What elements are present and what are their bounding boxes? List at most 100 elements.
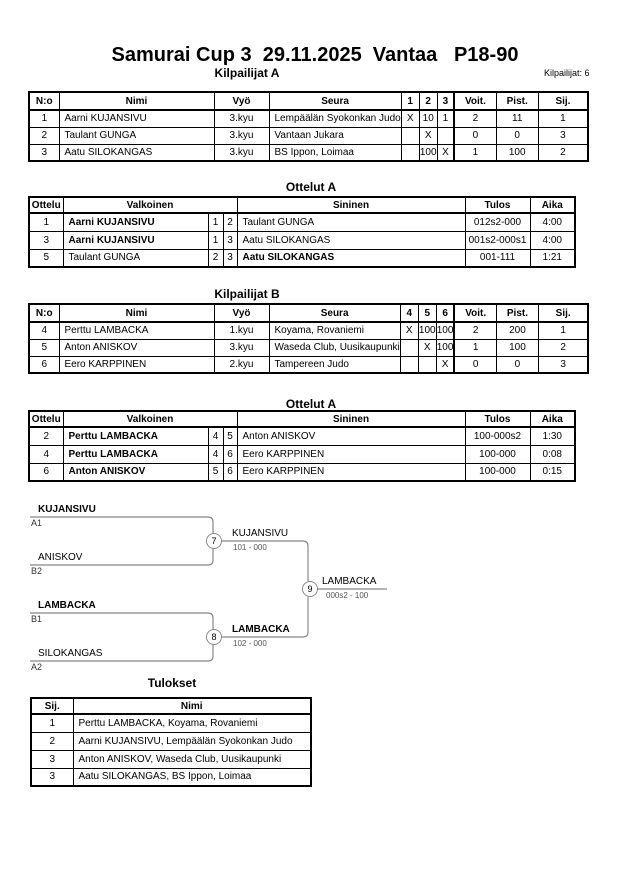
bracket-match-number: 9 bbox=[302, 581, 318, 597]
bracket-seed-name: ANISKOV bbox=[38, 552, 83, 563]
blue-name: Eero KARPPINEN bbox=[236, 444, 466, 464]
competitor-no: 2 bbox=[28, 126, 60, 145]
competitor-no: 6 bbox=[28, 355, 60, 374]
group-a-table: N:o Nimi Vyö Seura 1 2 3 Voit. Pist. Sij… bbox=[28, 91, 590, 162]
match-no: 3 bbox=[28, 230, 64, 250]
matches-b-table: Ottelu Valkoinen Sininen Tulos Aika 2 Pe… bbox=[28, 410, 576, 482]
table-row: 3 Aatu SILOKANGAS, BS Ippon, Loimaa bbox=[30, 767, 312, 787]
result-place: 1 bbox=[30, 713, 74, 733]
bracket-seed-name: SILOKANGAS bbox=[38, 648, 103, 659]
col-header-name: Nimi bbox=[72, 697, 312, 715]
col-header-white: Valkoinen bbox=[62, 196, 238, 214]
table-header-row: Sij. Nimi bbox=[30, 697, 312, 715]
col-header-6: 6 bbox=[435, 303, 455, 323]
table-row: 3 Anton ANISKOV, Waseda Club, Uusikaupun… bbox=[30, 749, 312, 769]
table-row: 1 Aarni KUJANSIVU 1 2 Taulant GUNGA 012s… bbox=[28, 212, 576, 232]
col-header-result: Tulos bbox=[464, 410, 531, 428]
group-b-table: N:o Nimi Vyö Seura 4 5 6 Voit. Pist. Sij… bbox=[28, 303, 590, 374]
col-header-no: N:o bbox=[28, 303, 60, 323]
white-name: Perttu LAMBACKA bbox=[62, 426, 209, 446]
col-header-club: Seura bbox=[268, 91, 402, 111]
white-name: Anton ANISKOV bbox=[62, 462, 209, 482]
results-table: Sij. Nimi 1 Perttu LAMBACKA, Koyama, Rov… bbox=[30, 697, 312, 787]
pool-cell bbox=[400, 126, 420, 145]
pool-cell bbox=[400, 143, 420, 162]
result-cell: 001s2-000s1 bbox=[464, 230, 531, 250]
col-header-1: 1 bbox=[400, 91, 420, 111]
result-cell: 100-000 bbox=[464, 444, 531, 464]
white-no: 2 bbox=[207, 248, 224, 268]
col-header-points: Pist. bbox=[495, 91, 539, 111]
white-no: 4 bbox=[207, 426, 224, 446]
pool-cell: 100 bbox=[417, 321, 437, 340]
col-header-place: Sij. bbox=[30, 697, 74, 715]
bracket-winner-name: LAMBACKA bbox=[232, 624, 290, 635]
table-row: 5 Taulant GUNGA 2 3 Aatu SILOKANGAS 001-… bbox=[28, 248, 576, 268]
time-cell: 4:00 bbox=[529, 230, 576, 250]
wins-cell: 0 bbox=[453, 126, 497, 145]
col-header-3: 3 bbox=[436, 91, 455, 111]
bracket-seed-name: KUJANSIVU bbox=[38, 504, 96, 515]
competitor-belt: 1.kyu bbox=[213, 321, 270, 340]
table-row: 1 Aarni KUJANSIVU 3.kyu Lempäälän Syokon… bbox=[28, 109, 589, 128]
competitor-club: Tampereen Judo bbox=[268, 355, 401, 374]
competitor-no: 1 bbox=[28, 109, 60, 128]
table-row: 2 Taulant GUNGA 3.kyu Vantaan Jukara X 0… bbox=[28, 126, 589, 145]
place-cell: 2 bbox=[537, 338, 589, 357]
wins-cell: 2 bbox=[453, 321, 497, 340]
result-name: Aarni KUJANSIVU, Lempäälän Syokonkan Jud… bbox=[72, 731, 312, 751]
col-header-time: Aika bbox=[529, 410, 576, 428]
table-row: 4 Perttu LAMBACKA 1.kyu Koyama, Rovaniem… bbox=[28, 321, 589, 340]
time-cell: 0:15 bbox=[529, 462, 576, 482]
points-cell: 0 bbox=[495, 126, 539, 145]
bracket-seed-code: B1 bbox=[31, 614, 43, 624]
blue-no: 6 bbox=[222, 444, 238, 464]
heading-matches-b: Ottelut A bbox=[285, 397, 337, 411]
competitor-name: Aatu SILOKANGAS bbox=[58, 143, 215, 162]
col-header-blue: Sininen bbox=[236, 410, 466, 428]
blue-name: Aatu SILOKANGAS bbox=[236, 248, 466, 268]
points-cell: 0 bbox=[495, 355, 539, 374]
blue-no: 2 bbox=[222, 212, 238, 232]
result-name: Anton ANISKOV, Waseda Club, Uusikaupunki bbox=[72, 749, 312, 769]
matches-a-table: Ottelu Valkoinen Sininen Tulos Aika 1 Aa… bbox=[28, 196, 576, 268]
blue-no: 6 bbox=[222, 462, 238, 482]
white-no: 1 bbox=[207, 212, 224, 232]
match-no: 4 bbox=[28, 444, 64, 464]
competitor-belt: 3.kyu bbox=[213, 143, 270, 162]
competitor-belt: 3.kyu bbox=[213, 338, 270, 357]
competitors-count: Kilpailijat: 6 bbox=[544, 68, 590, 78]
col-header-club: Seura bbox=[268, 303, 401, 323]
table-row: 2 Aarni KUJANSIVU, Lempäälän Syokonkan J… bbox=[30, 731, 312, 751]
heading-results: Tulokset bbox=[147, 676, 197, 690]
place-cell: 3 bbox=[537, 126, 589, 145]
white-no: 5 bbox=[207, 462, 224, 482]
bracket-match-score: 000s2 - 100 bbox=[326, 591, 369, 600]
competitor-name: Perttu LAMBACKA bbox=[58, 321, 215, 340]
table-header-row: Ottelu Valkoinen Sininen Tulos Aika bbox=[28, 196, 576, 214]
table-row: 6 Anton ANISKOV 5 6 Eero KARPPINEN 100-0… bbox=[28, 462, 576, 482]
table-header-row: Ottelu Valkoinen Sininen Tulos Aika bbox=[28, 410, 576, 428]
col-header-match: Ottelu bbox=[28, 196, 64, 214]
col-header-wins: Voit. bbox=[453, 91, 497, 111]
table-row: 4 Perttu LAMBACKA 4 6 Eero KARPPINEN 100… bbox=[28, 444, 576, 464]
bracket-match-score: 102 - 000 bbox=[233, 639, 267, 648]
result-place: 3 bbox=[30, 767, 74, 787]
pool-cell bbox=[399, 338, 419, 357]
col-header-name: Nimi bbox=[58, 303, 215, 323]
pool-cell: 100 bbox=[435, 321, 455, 340]
bracket-match-number: 8 bbox=[206, 629, 222, 645]
place-cell: 1 bbox=[537, 321, 589, 340]
col-header-time: Aika bbox=[529, 196, 576, 214]
white-name: Aarni KUJANSIVU bbox=[62, 230, 209, 250]
wins-cell: 2 bbox=[453, 109, 497, 128]
match-no: 6 bbox=[28, 462, 64, 482]
competitor-no: 3 bbox=[28, 143, 60, 162]
bracket-seed-code: A1 bbox=[31, 518, 43, 528]
result-name: Perttu LAMBACKA, Koyama, Rovaniemi bbox=[72, 713, 312, 733]
col-header-2: 2 bbox=[418, 91, 438, 111]
col-header-white: Valkoinen bbox=[62, 410, 238, 428]
table-row: 3 Aarni KUJANSIVU 1 3 Aatu SILOKANGAS 00… bbox=[28, 230, 576, 250]
table-row: 1 Perttu LAMBACKA, Koyama, Rovaniemi bbox=[30, 713, 312, 733]
blue-no: 3 bbox=[222, 230, 238, 250]
